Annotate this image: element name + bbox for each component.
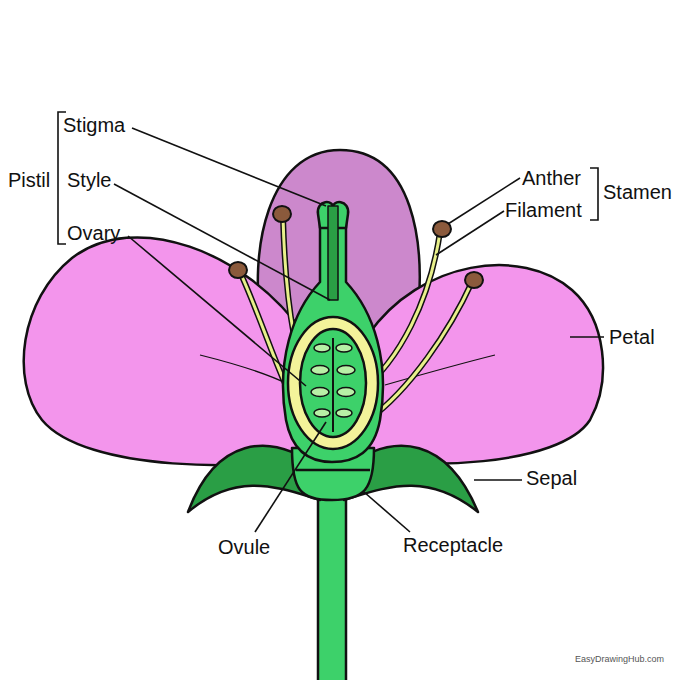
leader-line: [570, 336, 604, 338]
ovule-shape: [337, 366, 355, 375]
anther: [229, 262, 247, 278]
part-label: Ovule: [218, 537, 270, 557]
group-label: Stamen: [603, 182, 672, 202]
part-label: Receptacle: [403, 535, 503, 555]
part-label: Petal: [609, 327, 655, 347]
leader-line: [474, 479, 522, 481]
ovule-axis: [332, 338, 334, 432]
leader-line: [128, 236, 306, 386]
leader-line: [114, 184, 330, 300]
leader-line: [255, 422, 326, 532]
part-label: Ovary: [67, 223, 120, 243]
group-label: Pistil: [8, 170, 50, 190]
ovule-shape: [314, 409, 330, 417]
part-label: Filament: [505, 200, 582, 220]
part-label: Sepal: [526, 468, 577, 488]
stamen-bracket: [590, 168, 598, 220]
ovule-shape: [337, 388, 355, 397]
ovule-shape: [311, 388, 329, 397]
watermark: EasyDrawingHub.com: [575, 655, 664, 664]
ovule-shape: [311, 366, 329, 375]
part-label: Stigma: [63, 115, 125, 135]
style-canal: [328, 206, 338, 300]
stem: [318, 490, 346, 680]
ovule-shape: [336, 344, 352, 352]
part-label: Style: [67, 170, 111, 190]
ovule-shape: [336, 409, 352, 417]
part-label: Anther: [522, 168, 581, 188]
ovary-cavity: [300, 329, 366, 437]
anther: [465, 272, 483, 288]
leader-line: [132, 128, 326, 206]
receptacle-line: [296, 469, 370, 472]
ovule-shape: [314, 344, 330, 352]
leader-line: [436, 211, 504, 255]
anther: [273, 206, 291, 222]
petal-vein: [385, 355, 495, 385]
leader-line: [364, 492, 410, 532]
